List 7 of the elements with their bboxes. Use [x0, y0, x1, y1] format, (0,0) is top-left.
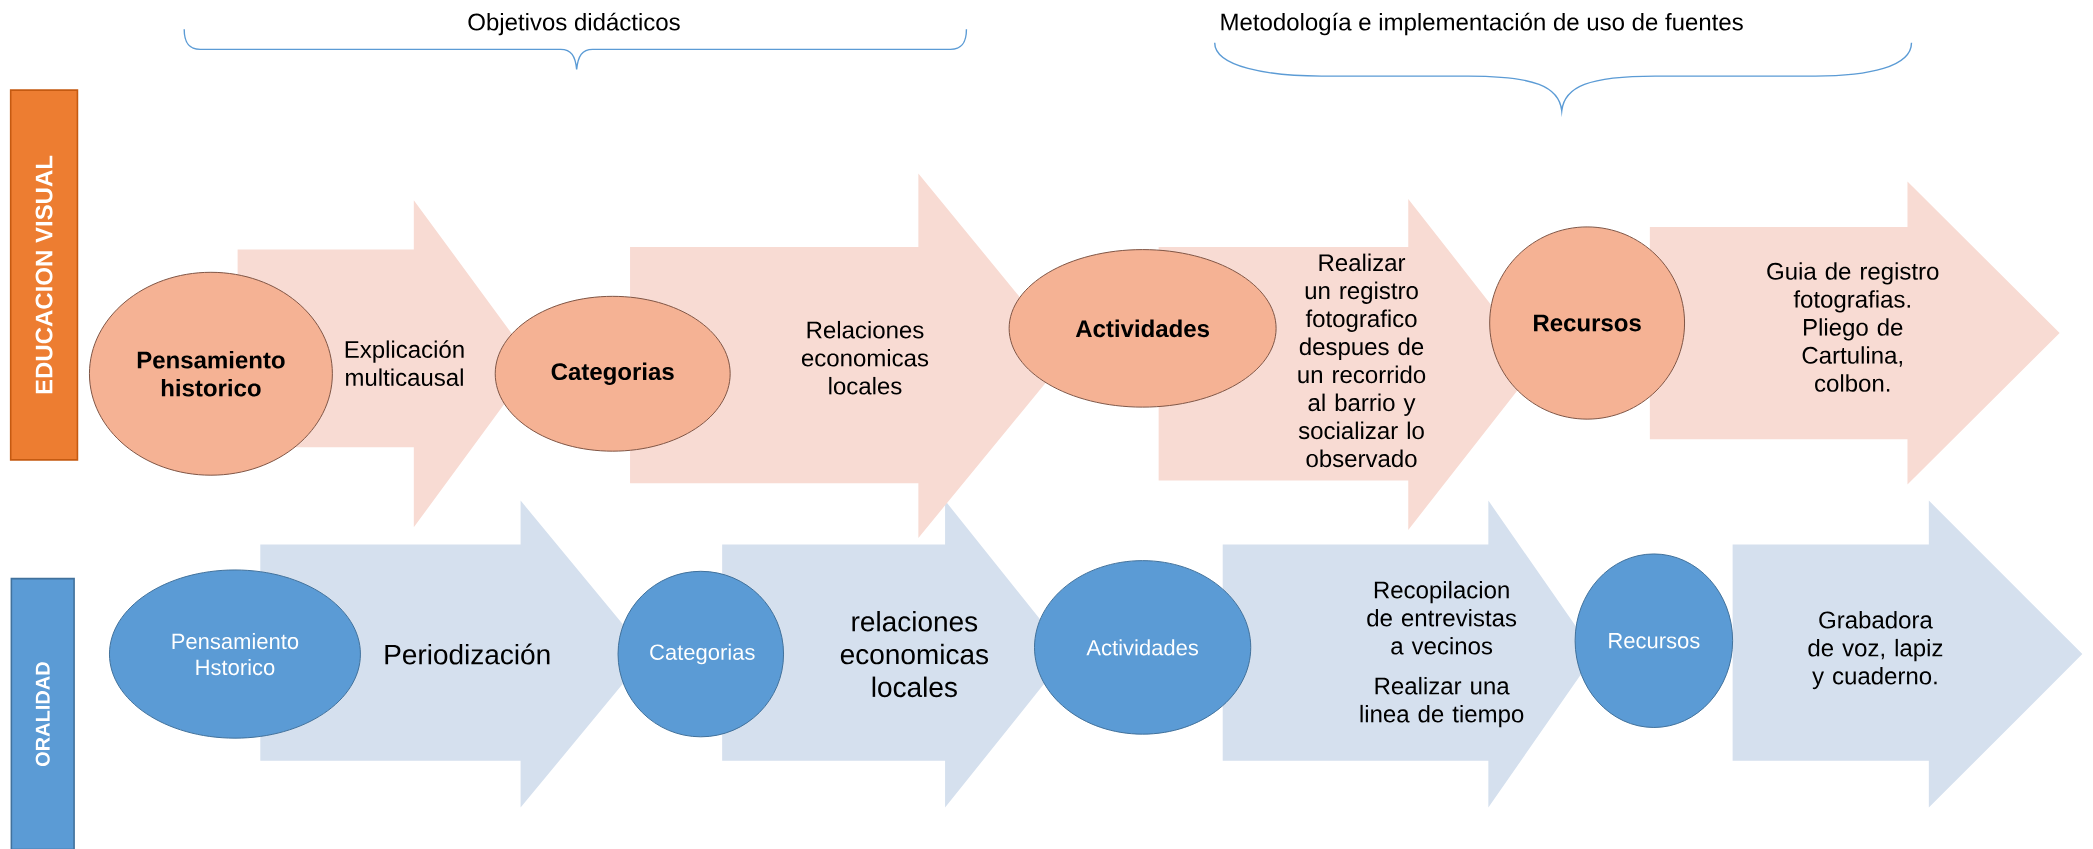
pointed-panel: Guia de registro fotografias. Pliego de Cartulina, colbon.	[1649, 181, 2060, 485]
heading: Objetivos didácticos	[468, 12, 680, 36]
side-band: ORALIDAD	[10, 577, 75, 849]
pointed-panel: Grabadora de voz, lapiz y cuaderno.	[1732, 500, 2083, 808]
heading: Metodología e implementación de uso de fuentes	[1221, 12, 1743, 36]
side-band: EDUCACION VISUAL	[9, 89, 79, 461]
pointed-panel: Recopilacion de entrevistas a vecinos Realizar una linea de tiempo	[1222, 500, 1596, 808]
